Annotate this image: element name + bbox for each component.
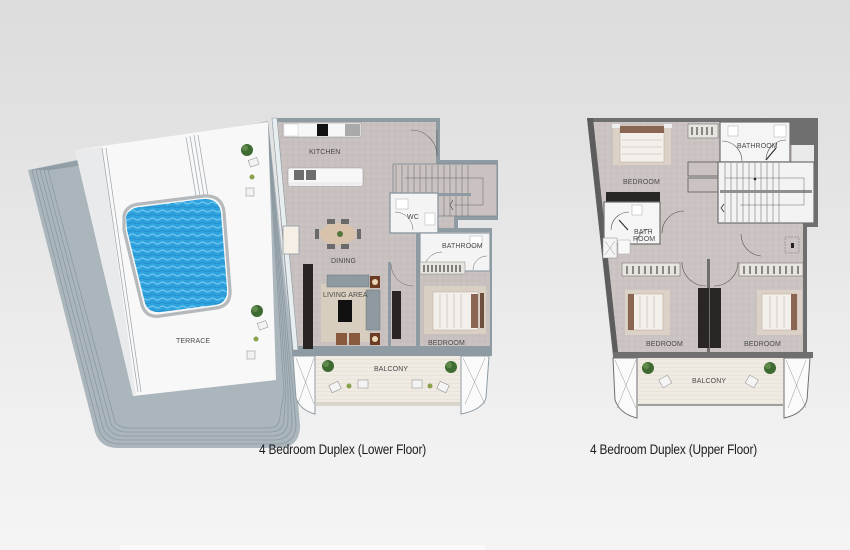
balcony-upper — [612, 352, 813, 419]
balcony-lower — [292, 350, 492, 415]
wc-room — [389, 192, 439, 234]
room-label-bedroom-upper-sw: BEDROOM — [646, 341, 683, 348]
bed-upper-se — [757, 290, 802, 335]
room-label-living-area: LIVING AREA — [323, 292, 368, 299]
living-area-furniture — [321, 274, 381, 345]
room-label-bathroom-lower: BATHROOM — [442, 243, 483, 250]
room-label-bedroom-upper-nw: BEDROOM — [623, 179, 660, 186]
room-label-bathroom-upper: BATHROOM — [737, 143, 778, 150]
room-label-bedroom-upper-se: BEDROOM — [744, 341, 781, 348]
room-label-kitchen: KITCHEN — [309, 149, 341, 156]
room-label-bath-line1: BATH — [634, 229, 653, 236]
terrace-furniture — [241, 144, 269, 360]
room-label-terrace: TERRACE — [176, 338, 211, 345]
dining-table — [315, 219, 361, 249]
swimming-pool — [122, 194, 232, 318]
bed-upper-nw — [612, 124, 672, 165]
bathroom-upper-top — [719, 121, 814, 163]
room-label-bedroom-lower: BEDROOM — [428, 340, 465, 347]
room-label-dining: DINING — [331, 258, 357, 265]
room-label-bath-line2: ROOM — [633, 236, 656, 243]
bed-upper-sw — [625, 290, 670, 335]
bottom-edge-strip — [120, 545, 485, 550]
room-label-wc: WC — [407, 214, 419, 221]
caption-lower-floor: 4 Bedroom Duplex (Lower Floor) — [259, 442, 427, 457]
wardrobes-upper — [621, 262, 804, 277]
bathroom-upper-left — [602, 201, 661, 259]
caption-upper-floor: 4 Bedroom Duplex (Upper Floor) — [590, 442, 758, 457]
kitchen-counter — [282, 122, 364, 187]
room-label-balcony-lower: BALCONY — [374, 366, 409, 373]
bed-lower — [424, 286, 486, 334]
staircase-upper — [717, 161, 815, 224]
room-label-balcony-upper: BALCONY — [692, 378, 727, 385]
